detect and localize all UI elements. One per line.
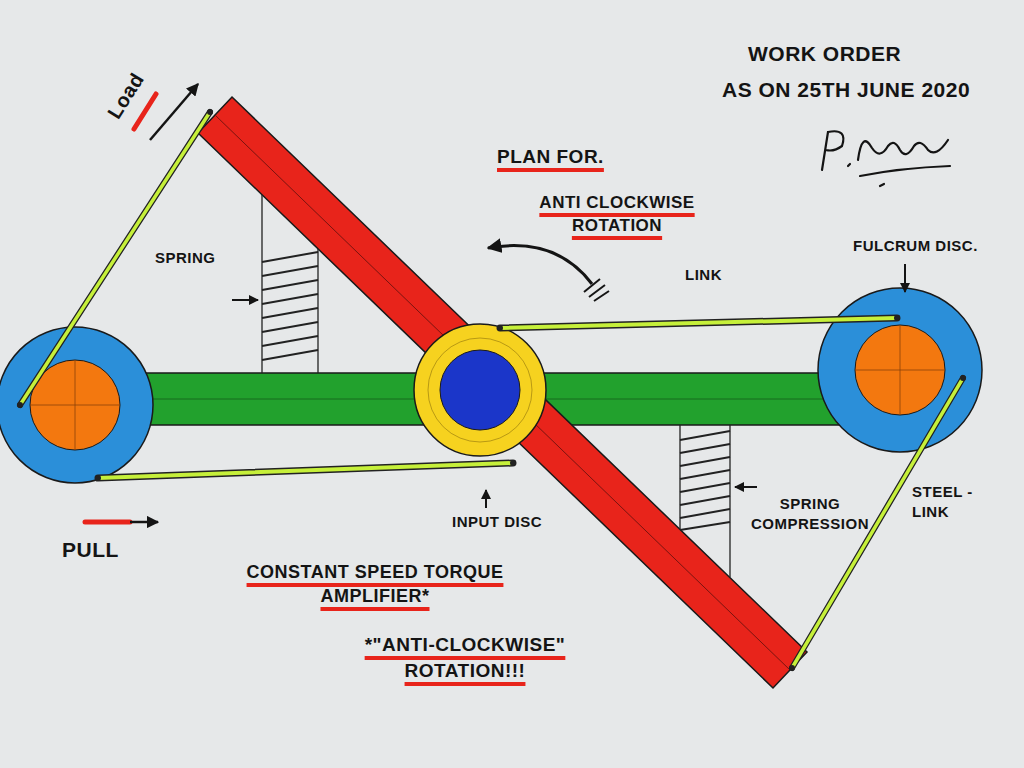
link-pins — [17, 109, 966, 671]
spring-turn — [680, 522, 730, 530]
date-note: AS ON 25TH JUNE 2020 — [722, 76, 970, 104]
leader-arrow — [485, 490, 487, 508]
disc-ring — [428, 338, 532, 442]
link-set — [20, 112, 963, 668]
hub-centre-line — [900, 325, 901, 415]
spring-turn — [680, 457, 730, 466]
title-note: *"ANTI-CLOCKWISE" ROTATION!!! — [330, 632, 600, 683]
spring-turn — [262, 308, 318, 318]
pull-label: PULL — [62, 536, 119, 564]
spring-coil — [680, 431, 730, 530]
spring-turn — [680, 431, 730, 440]
spring-turn — [680, 444, 730, 453]
link-pin — [207, 109, 213, 115]
signature-scribble — [822, 131, 950, 186]
spring-coil — [262, 252, 318, 360]
link-bar — [500, 318, 897, 328]
red-lever — [198, 97, 807, 688]
hub-centre-line — [75, 360, 76, 450]
link-pin — [95, 475, 101, 481]
spring-turn — [262, 322, 318, 332]
disc-hub — [440, 350, 520, 430]
link-pin — [789, 665, 795, 671]
spring-turn — [680, 483, 730, 492]
link-bar — [98, 463, 513, 478]
spring-turn — [262, 252, 318, 262]
part-label: SPRING — [155, 248, 216, 268]
rotation-arrow — [488, 246, 592, 284]
rotation-heading: ANTI CLOCKWISE ROTATION — [512, 192, 722, 238]
spring-turn — [680, 496, 730, 505]
fulcrum-disc — [0, 327, 153, 483]
lever-centre-line — [215, 115, 790, 670]
link-outline — [500, 318, 897, 328]
spring-turn — [680, 509, 730, 518]
spring-turn — [262, 336, 318, 346]
spring-turn — [262, 350, 318, 360]
pull-arrow — [130, 521, 158, 524]
spring-turn — [680, 470, 730, 479]
link-outline — [98, 463, 513, 478]
spring-turn — [262, 266, 318, 276]
leader-arrow — [904, 264, 906, 292]
link-pin — [497, 325, 503, 331]
fulcrum-disc — [818, 288, 982, 452]
part-label: INPUT DISC — [452, 512, 542, 532]
part-label: LINK — [685, 265, 722, 285]
load-label: Load — [101, 68, 150, 125]
part-label: FULCRUM DISC. — [853, 236, 978, 256]
input-disc — [414, 324, 546, 456]
title-note: CONSTANT SPEED TORQUE AMPLIFIER* — [205, 560, 545, 609]
spring-turn — [262, 280, 318, 290]
arrow-feather — [584, 279, 609, 301]
link-pin — [17, 402, 23, 408]
link-pin — [510, 460, 516, 466]
red-underline — [85, 520, 130, 525]
plan-heading: PLAN FOR. — [497, 144, 604, 170]
leader-arrow — [232, 299, 258, 301]
spring-turn — [262, 294, 318, 304]
link-pin — [960, 375, 966, 381]
spring-guide — [317, 249, 318, 373]
disc-hub — [855, 325, 945, 415]
part-label: STEEL - LINK — [912, 482, 976, 523]
heading-note: WORK ORDER — [748, 40, 901, 68]
spring-guide — [729, 425, 730, 577]
part-label: SPRING COMPRESSION — [740, 494, 880, 535]
link-pin — [894, 315, 900, 321]
leader-arrow — [735, 486, 757, 488]
